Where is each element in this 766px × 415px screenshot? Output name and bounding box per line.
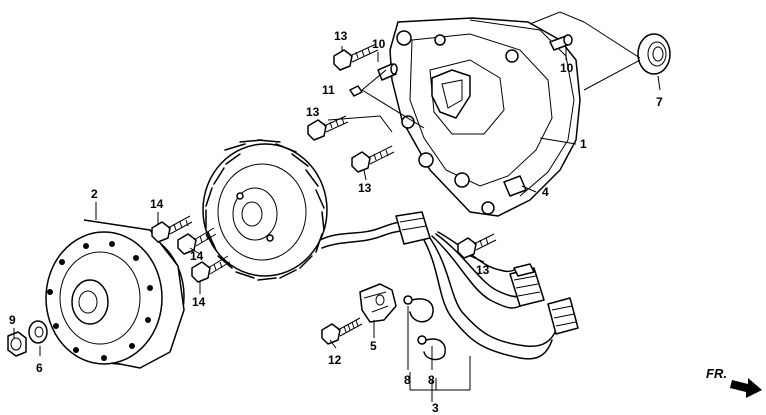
- callout-8a: 8: [404, 373, 411, 387]
- callout-10b: 10: [372, 37, 386, 51]
- front-arrow-icon: [730, 378, 762, 398]
- callout-1: 1: [580, 137, 587, 151]
- flywheel-rotor: [45, 219, 185, 369]
- cover-bolt-middle: [307, 115, 349, 141]
- front-direction-label: FR.: [706, 366, 727, 381]
- connector-lower: [547, 297, 579, 335]
- callouts: 1 2 3 4 5 6 7 8 8 9 10 10 11 12 13 13 13…: [9, 29, 663, 415]
- callout-3: 3: [432, 401, 439, 415]
- wire-clip-upper: [403, 295, 434, 323]
- clamp-bolt: [321, 317, 363, 345]
- callout-10a: 10: [560, 61, 574, 75]
- wire-clip-lower: [417, 335, 446, 361]
- callout-4: 4: [542, 185, 549, 199]
- stator-bolt-bottom: [191, 255, 231, 283]
- washer: [28, 320, 48, 344]
- cover-bolt-top: [333, 43, 379, 71]
- callout-2: 2: [91, 187, 98, 201]
- dowel-pin-left: [377, 63, 398, 81]
- callout-14b: 14: [190, 249, 204, 263]
- callout-13c: 13: [358, 181, 372, 195]
- cover-bolt-bottom: [457, 233, 497, 259]
- callout-14a: 14: [150, 197, 164, 211]
- wire-clamp: [359, 283, 397, 323]
- callout-11: 11: [322, 83, 335, 97]
- stator: [202, 139, 328, 281]
- leader-lines: [13, 11, 661, 402]
- callout-13a: 13: [334, 29, 348, 43]
- callout-8b: 8: [428, 373, 435, 387]
- small-pin: [349, 85, 363, 97]
- callout-13b: 13: [306, 105, 320, 119]
- wire-harness: [319, 211, 557, 360]
- callout-13d: 13: [476, 263, 490, 277]
- dowel-pin-right: [549, 34, 573, 51]
- cover-bolt-lower: [351, 145, 395, 173]
- callout-5: 5: [370, 339, 377, 353]
- oil-seal: [637, 33, 671, 75]
- callout-6: 6: [36, 361, 43, 375]
- alternator-cover: [389, 17, 581, 217]
- callout-12: 12: [328, 353, 342, 367]
- stator-bolt-top: [151, 215, 193, 243]
- callout-9: 9: [9, 313, 16, 327]
- connector-upper: [509, 263, 545, 307]
- flywheel-nut: [7, 331, 27, 357]
- callout-7: 7: [656, 95, 663, 109]
- front-direction-indicator: FR.: [706, 366, 762, 398]
- callout-14c: 14: [192, 295, 206, 309]
